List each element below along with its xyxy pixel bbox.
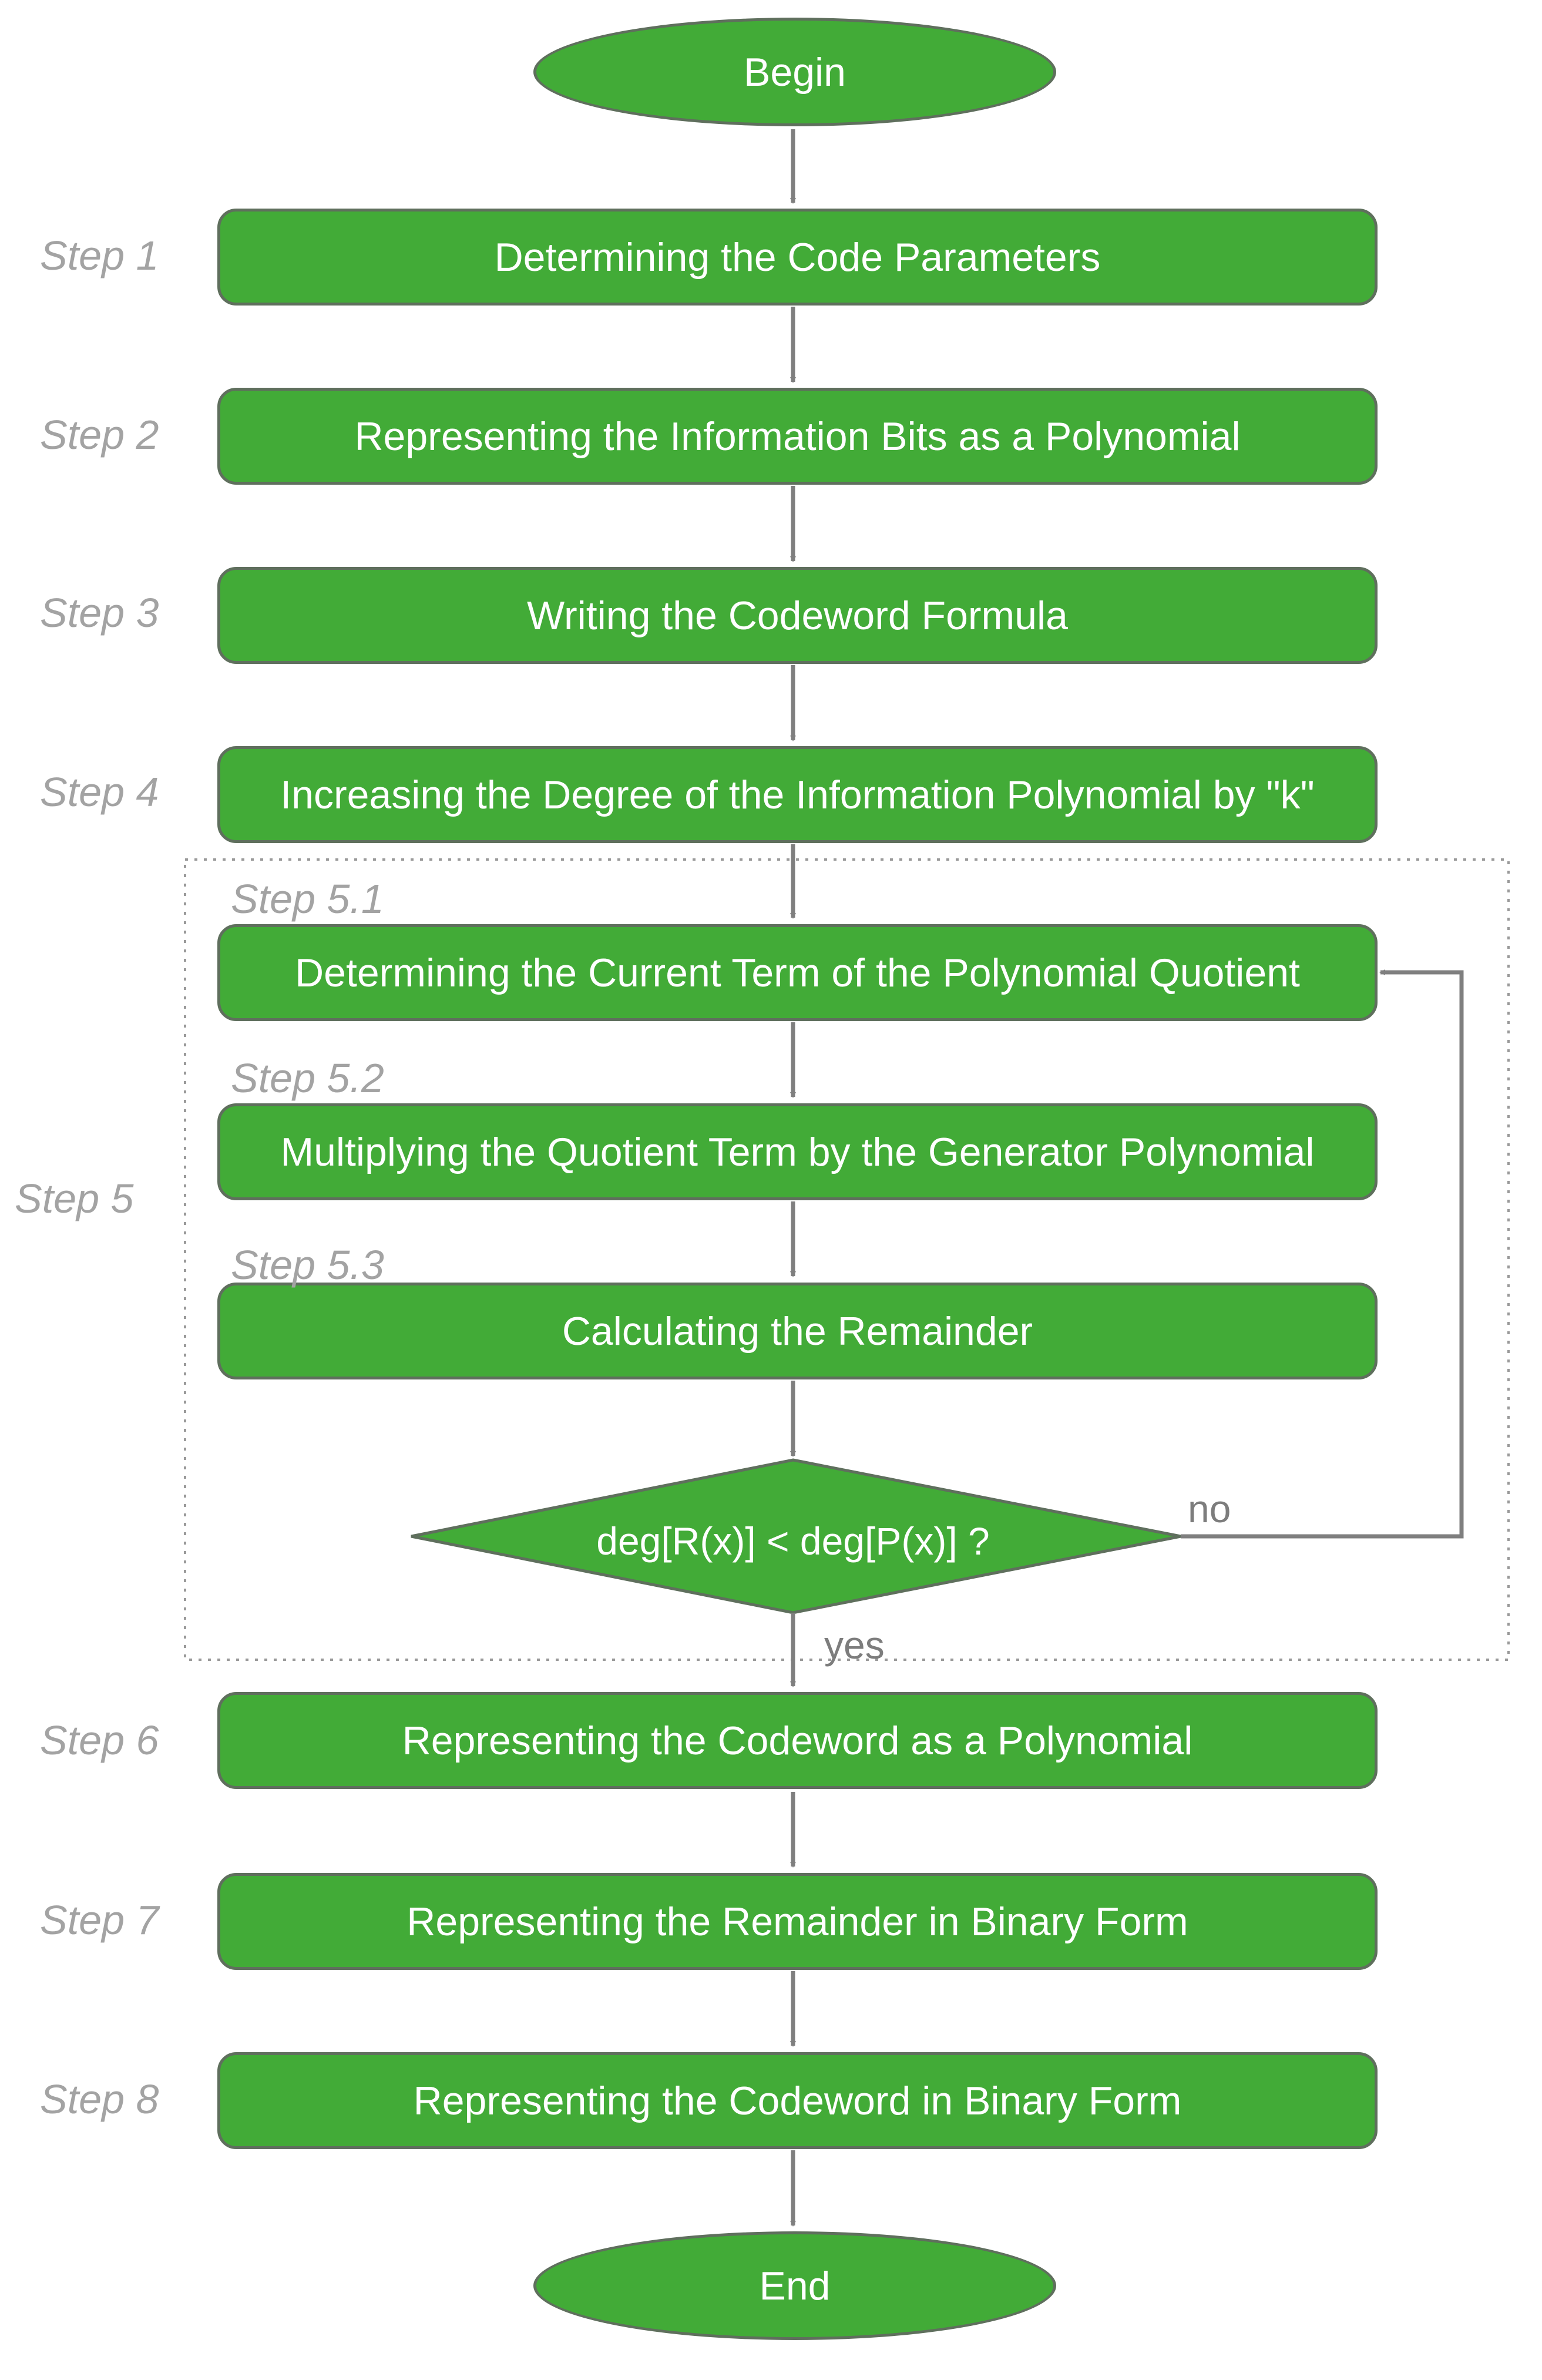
step8-box: Representing the Codeword in Binary Form [217, 2052, 1378, 2149]
step2-box: Representing the Information Bits as a P… [217, 388, 1378, 485]
step4-box: Increasing the Degree of the Information… [217, 746, 1378, 843]
step5-3-text: Calculating the Remainder [562, 1308, 1033, 1354]
step5-2-box: Multiplying the Quotient Term by the Gen… [217, 1103, 1378, 1200]
step6-text: Representing the Codeword as a Polynomia… [402, 1718, 1193, 1763]
step5-1-box: Determining the Current Term of the Poly… [217, 924, 1378, 1021]
step7-text: Representing the Remainder in Binary For… [407, 1899, 1188, 1944]
step5-label: Step 5 [15, 1176, 134, 1221]
end-label: End [759, 2263, 831, 2308]
step1-text: Determining the Code Parameters [494, 234, 1101, 280]
begin-label: Begin [744, 49, 846, 95]
arrow-decision-no-loop [1181, 969, 1464, 1539]
branch-no-label: no [1188, 1487, 1231, 1530]
step5-3-box: Calculating the Remainder [217, 1283, 1378, 1379]
step5-3-label: Step 5.3 [231, 1242, 384, 1288]
step5-2-text: Multiplying the Quotient Term by the Gen… [280, 1129, 1315, 1174]
step4-text: Increasing the Degree of the Information… [280, 772, 1315, 817]
step2-text: Representing the Information Bits as a P… [354, 414, 1241, 459]
step4-label: Step 4 [40, 769, 159, 815]
step7-box: Representing the Remainder in Binary For… [217, 1873, 1378, 1970]
step5-2-label: Step 5.2 [231, 1055, 384, 1101]
begin-terminal: Begin [533, 18, 1056, 126]
step3-label: Step 3 [40, 590, 159, 636]
step5-1-label: Step 5.1 [231, 876, 384, 922]
step1-label: Step 1 [40, 233, 159, 278]
step5-group-border [184, 858, 1510, 1661]
step5-1-text: Determining the Current Term of the Poly… [295, 950, 1300, 995]
decision-text: deg[R(x)] < deg[P(x)] ? [596, 1519, 990, 1563]
step3-box: Writing the Codeword Formula [217, 567, 1378, 664]
step6-label: Step 6 [40, 1717, 159, 1763]
step6-box: Representing the Codeword as a Polynomia… [217, 1692, 1378, 1789]
step7-label: Step 7 [40, 1897, 159, 1943]
step8-text: Representing the Codeword in Binary Form [413, 2078, 1182, 2123]
end-terminal: End [533, 2231, 1056, 2340]
step3-text: Writing the Codeword Formula [527, 593, 1068, 638]
branch-yes-label: yes [824, 1623, 885, 1667]
step8-label: Step 8 [40, 2076, 159, 2122]
step1-box: Determining the Code Parameters [217, 209, 1378, 306]
step2-label: Step 2 [40, 412, 159, 458]
